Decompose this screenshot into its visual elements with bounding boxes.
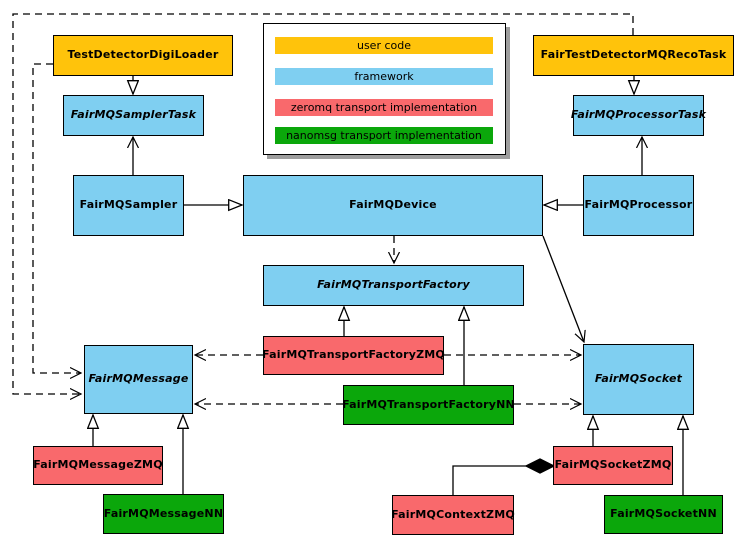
node-fairmqmessage: FairMQMessage [84, 345, 193, 414]
node-fairtestdetectormqrecotask: FairTestDetectorMQRecoTask [533, 35, 734, 76]
node-fairmqtransportfactoryzmq: FairMQTransportFactoryZMQ [262, 336, 445, 375]
node-fairmqcontextzmq: FairMQContextZMQ [391, 495, 515, 535]
edge-arrow-device-socket [542, 235, 584, 342]
edge-comp-diamond [524, 458, 556, 474]
node-fairmqsamplertask: FairMQSamplerTask [63, 95, 204, 136]
node-fairmqtransportfactorynn: FairMQTransportFactoryNN [342, 385, 515, 425]
edge-comp-context-socketzmq-line [452, 465, 528, 495]
node-fairmqprocessortask: FairMQProcessorTask [571, 95, 706, 136]
legend-item-user-code: user code [275, 37, 493, 54]
node-fairmqsocketzmq: FairMQSocketZMQ [553, 446, 673, 485]
legend-item-zeromq: zeromq transport implementation [275, 99, 493, 116]
node-fairmqdevice: FairMQDevice [243, 175, 543, 236]
node-testdetectordigiloader: TestDetectorDigiLoader [53, 35, 233, 76]
edge-dep-digiloader-message [32, 63, 81, 373]
node-fairmqsocketnn: FairMQSocketNN [604, 495, 723, 534]
legend-box: user code framework zeromq transport imp… [263, 23, 506, 155]
node-fairmqsocket: FairMQSocket [583, 344, 694, 415]
node-fairmqmessagenn: FairMQMessageNN [103, 494, 224, 534]
legend-item-framework: framework [275, 68, 493, 85]
edge-dep-recotask-message [12, 13, 634, 394]
node-fairmqprocessor: FairMQProcessor [583, 175, 694, 236]
node-fairmqmessagezmq: FairMQMessageZMQ [33, 446, 163, 485]
node-fairmqtransportfactory: FairMQTransportFactory [263, 265, 524, 306]
legend-item-nanomsg: nanomsg transport implementation [275, 127, 493, 144]
node-fairmqsampler: FairMQSampler [73, 175, 184, 236]
